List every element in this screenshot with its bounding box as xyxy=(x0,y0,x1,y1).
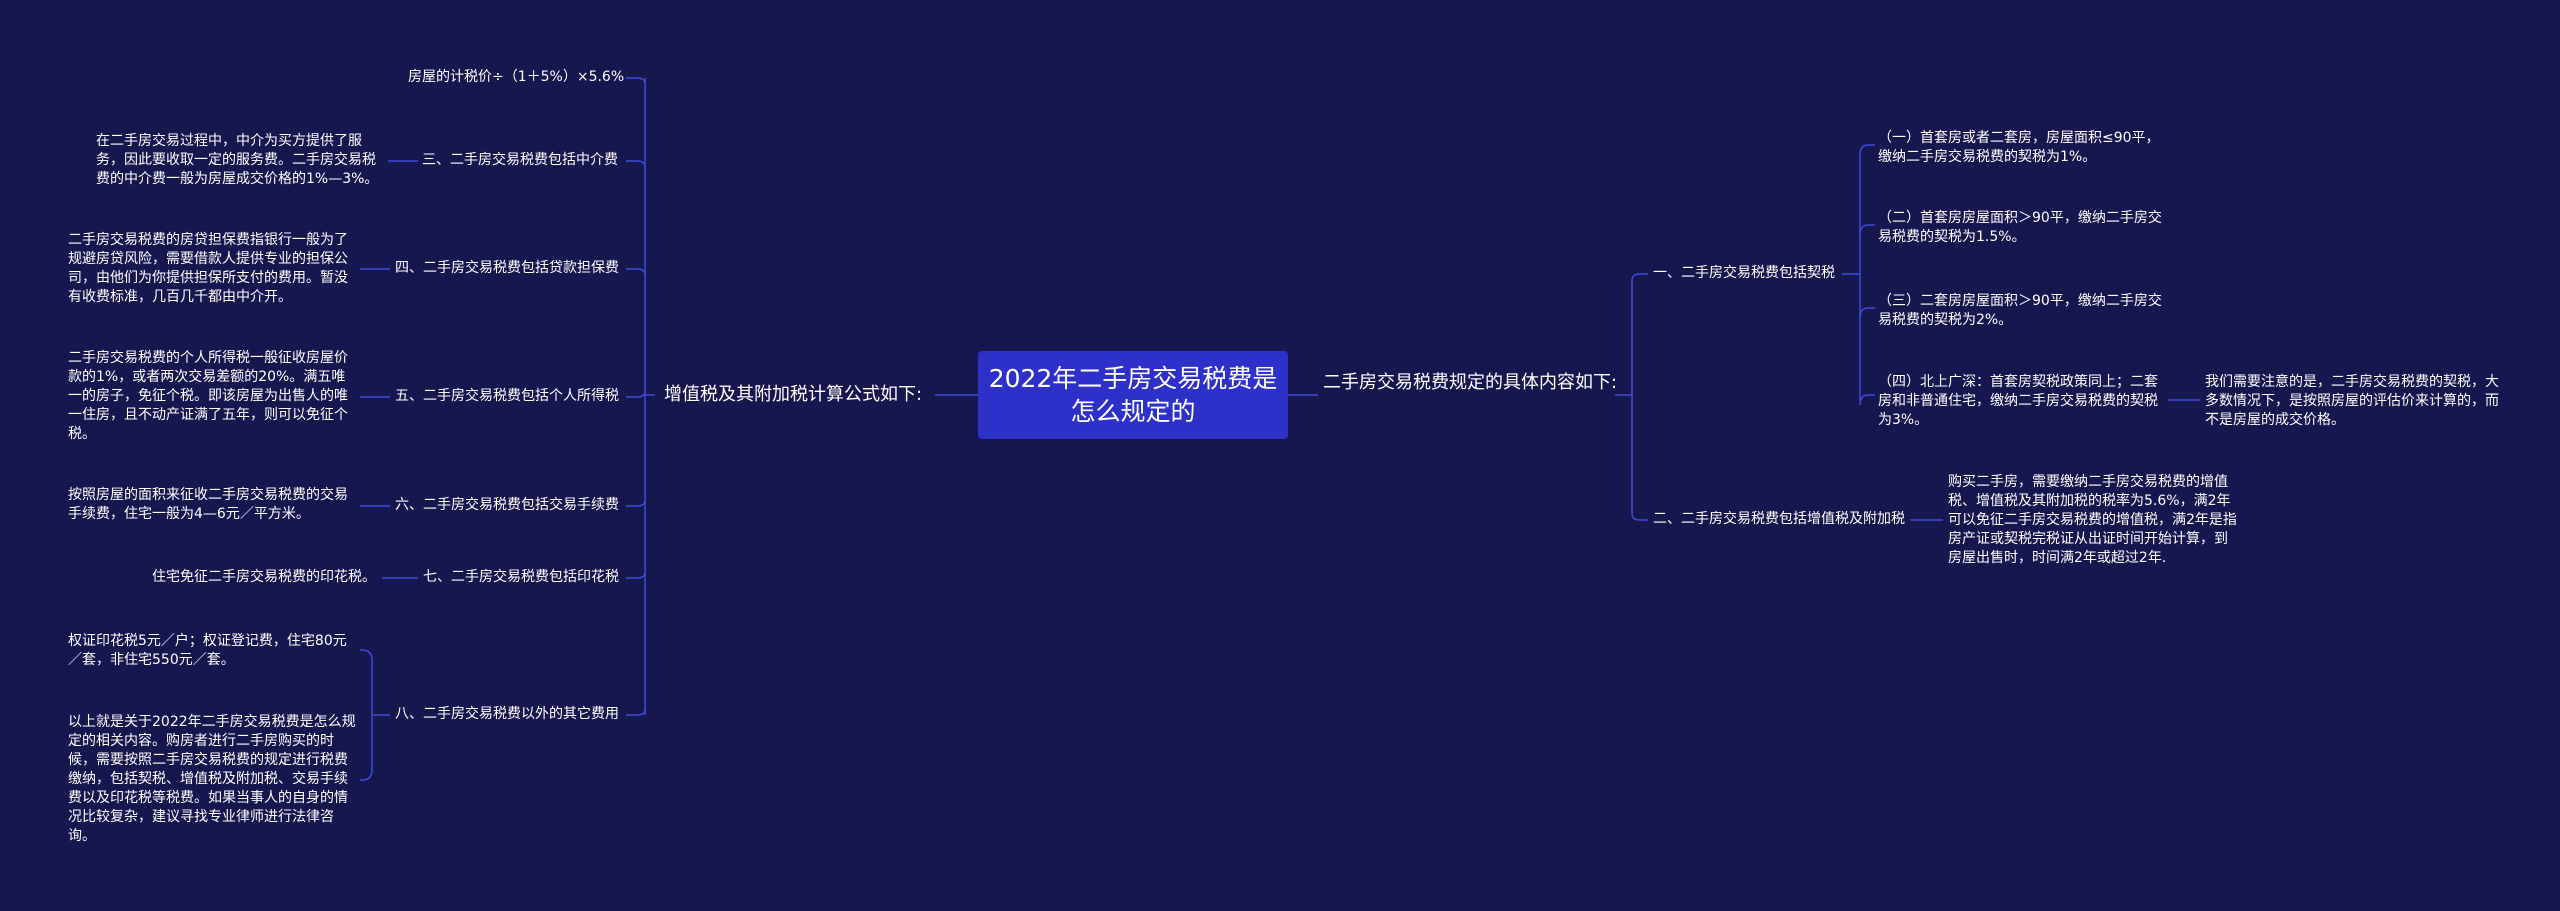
link-right-item-1 xyxy=(1859,224,1875,236)
left-detail-8b[interactable]: 以上就是关于2022年二手房交易税费是怎么规定的相关内容。购房者进行二手房购买的… xyxy=(68,714,356,844)
link-left-8b xyxy=(360,769,373,781)
left-branch-topic[interactable]: 增值税及其附加税计算公式如下: xyxy=(664,384,923,405)
right-item-2[interactable]: （二）首套房房屋面积＞90平，缴纳二手房交易税费的契税为1.5%。 xyxy=(1878,210,2162,245)
left-detail-6[interactable]: 按照房屋的面积来征收二手房交易税费的交易手续费，住宅一般为4—6元／平方米。 xyxy=(68,487,348,522)
left-detail-8a[interactable]: 权证印花税5元／户；权证登记费，住宅80元／套，非住宅550元／套。 xyxy=(68,633,347,668)
right-item-3[interactable]: （三）二套房房屋面积＞90平，缴纳二手房交易税费的契税为2%。 xyxy=(1878,293,2162,328)
left-subtopic-3[interactable]: 三、二手房交易税费包括中介费 xyxy=(422,152,618,168)
link-left-sub-0 xyxy=(626,77,646,85)
left-subtopic-5[interactable]: 五、二手房交易税费包括个人所得税 xyxy=(395,388,619,404)
right-subtopic-2[interactable]: 二、二手房交易税费包括增值税及附加税 xyxy=(1653,511,1905,527)
left-detail-7[interactable]: 住宅免征二手房交易税费的印花税。 xyxy=(152,569,376,585)
right-subtopic-1[interactable]: 一、二手房交易税费包括契税 xyxy=(1653,265,1835,281)
link-left-sub-5 xyxy=(626,571,646,579)
left-detail-5[interactable]: 二手房交易税费的个人所得税一般征收房屋价款的1%，或者两次交易差额的20%。满五… xyxy=(68,350,348,442)
left-detail-4[interactable]: 二手房交易税费的房贷担保费指银行一般为了规避房贷风险，需要借款人提供专业的担保公… xyxy=(68,232,348,305)
link-right-item-2 xyxy=(1859,307,1875,319)
left-top-leaf[interactable]: 房屋的计税价÷（1＋5%）×5.6% xyxy=(408,69,625,85)
left-subtopic-6[interactable]: 六、二手房交易税费包括交易手续费 xyxy=(395,497,619,513)
right-item-4[interactable]: （四）北上广深：首套房契税政策同上；二套房和非普通住宅，缴纳二手房交易税费的契税… xyxy=(1878,374,2158,428)
link-right-sub-2 xyxy=(1631,513,1648,521)
link-left-sub-2 xyxy=(626,268,646,276)
left-detail-3[interactable]: 在二手房交易过程中，中介为买方提供了服务，因此要收取一定的服务费。二手房交易税费… xyxy=(96,133,379,187)
right-note[interactable]: 我们需要注意的是，二手房交易税费的契税，大多数情况下，是按照房屋的评估价来计算的… xyxy=(2205,374,2499,428)
link-left-sub-3 xyxy=(626,390,646,398)
link-left-sub-1 xyxy=(626,160,646,168)
link-left-8a xyxy=(360,649,373,661)
right-branch-topic[interactable]: 二手房交易税费规定的具体内容如下: xyxy=(1323,372,1618,393)
link-right-sub-1 xyxy=(1631,273,1648,281)
central-topic[interactable]: 2022年二手房交易税费是怎么规定的 xyxy=(978,351,1288,439)
right-item-1[interactable]: （一）首套房或者二套房，房屋面积≤90平，缴纳二手房交易税费的契税为1%。 xyxy=(1878,130,2160,165)
link-left-sub-4 xyxy=(626,499,646,507)
right-detail-2[interactable]: 购买二手房，需要缴纳二手房交易税费的增值税、增值税及其附加税的税率为5.6%，满… xyxy=(1948,474,2237,566)
link-right-item-3 xyxy=(1859,394,1875,406)
left-subtopic-7[interactable]: 七、二手房交易税费包括印花税 xyxy=(423,569,619,585)
link-right-item-0 xyxy=(1859,144,1875,156)
left-subtopic-4[interactable]: 四、二手房交易税费包括贷款担保费 xyxy=(395,260,619,276)
left-subtopic-8[interactable]: 八、二手房交易税费以外的其它费用 xyxy=(395,706,619,722)
link-left-sub-6 xyxy=(626,708,646,716)
